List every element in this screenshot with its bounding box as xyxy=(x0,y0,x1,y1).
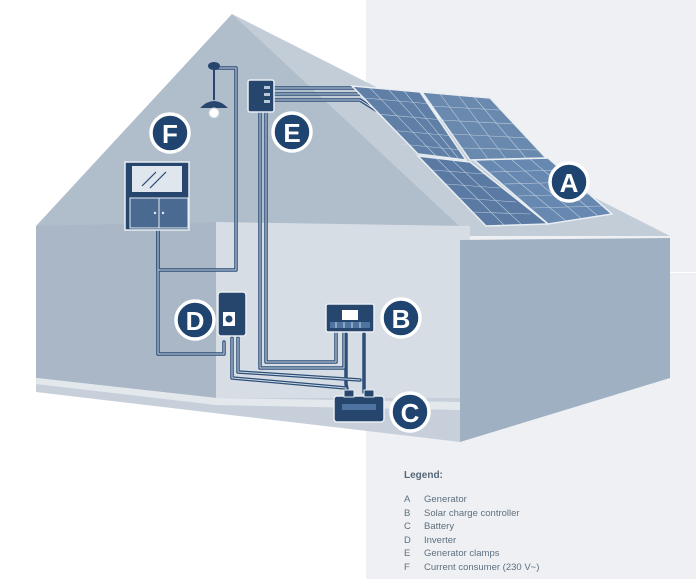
solar-panel-bottom-right xyxy=(472,157,614,225)
label-badge-c: C xyxy=(389,391,431,433)
label-badge-e: E xyxy=(271,111,313,153)
legend-key: A xyxy=(404,494,411,505)
legend-key: F xyxy=(404,561,410,573)
solar-charge-controller-device xyxy=(325,303,375,333)
legend-key: C xyxy=(404,521,411,532)
generator-clamps-box xyxy=(247,79,275,113)
current-consumer-tv xyxy=(124,161,190,231)
house-right-wall xyxy=(460,238,670,442)
legend-label: Inverter xyxy=(424,534,457,546)
label-badge-a-letter: A xyxy=(560,168,579,198)
legend-row-d: D Inverter xyxy=(404,534,684,548)
label-badge-c-letter: C xyxy=(401,398,420,428)
label-badge-e-letter: E xyxy=(283,118,300,148)
battery-device xyxy=(333,389,385,423)
ceiling-lamp xyxy=(200,62,228,119)
legend-row-c: C Battery xyxy=(404,520,684,534)
label-badge-a: A xyxy=(548,161,590,203)
legend-key: D xyxy=(404,534,411,546)
label-badge-f: F xyxy=(149,112,191,154)
legend-title: Legend: xyxy=(404,470,443,481)
legend-label: Battery xyxy=(424,521,455,532)
label-badge-b-letter: B xyxy=(392,304,411,334)
label-badge-d: D xyxy=(174,299,216,341)
legend-label: Current consumer (230 V~) xyxy=(424,561,540,573)
legend-label: Generator clamps xyxy=(424,548,500,559)
label-badge-d-letter: D xyxy=(186,306,205,336)
label-badge-f-letter: F xyxy=(162,119,178,149)
legend-key: B xyxy=(404,507,411,519)
legend-row-f: F Current consumer (230 V~) xyxy=(404,561,684,575)
label-badge-b: B xyxy=(380,297,422,339)
legend-row-e: E Generator clamps xyxy=(404,547,684,561)
legend-label: Generator xyxy=(424,494,467,505)
legend-key: E xyxy=(404,548,411,559)
cable-controller-to-battery-1 xyxy=(344,332,350,396)
legend-row-b: B Solar charge controller xyxy=(404,507,684,521)
legend: Legend: A Generator B Solar charge control… xyxy=(404,470,684,574)
solar-panels xyxy=(350,85,614,227)
legend-label: Solar charge controller xyxy=(424,507,520,519)
solar-panel-top-left xyxy=(350,85,468,161)
legend-row-a: A Generator xyxy=(404,493,684,507)
inverter-device xyxy=(217,291,247,337)
